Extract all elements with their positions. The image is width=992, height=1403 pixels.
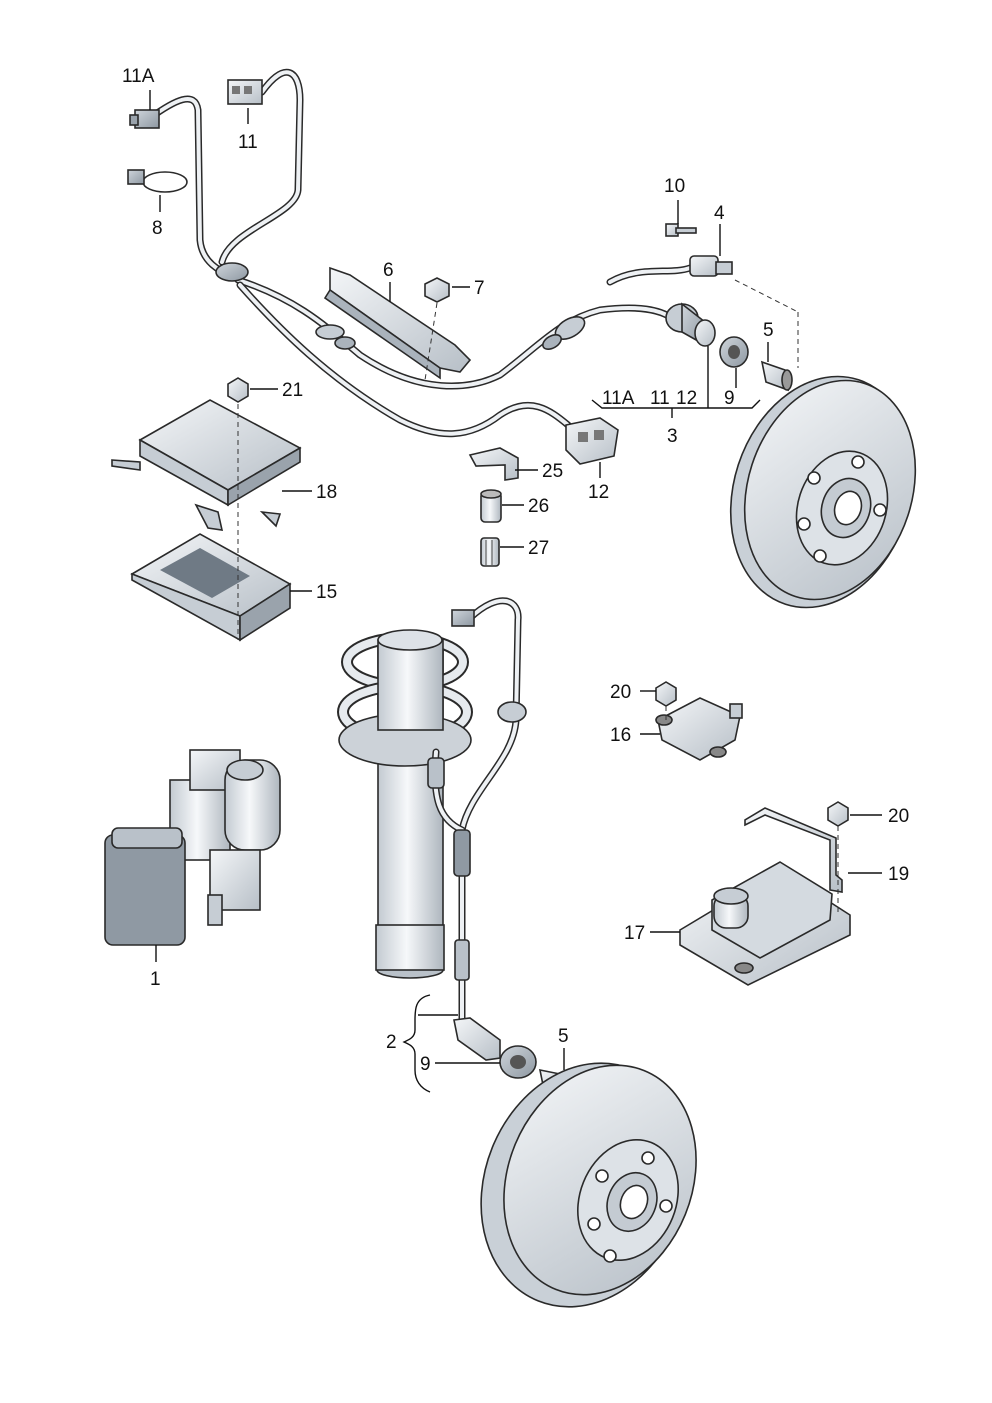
nut-7 xyxy=(424,277,450,303)
bracket-6 xyxy=(323,266,472,380)
label-8: 8 xyxy=(152,218,163,239)
leader-lines xyxy=(149,90,882,1093)
label-18: 18 xyxy=(316,482,337,503)
clip-25 xyxy=(468,447,519,481)
brake-disc-top xyxy=(729,375,917,609)
cable-tie-8 xyxy=(127,169,188,193)
label-11-top: 11 xyxy=(238,132,258,153)
label-7: 7 xyxy=(474,278,485,299)
label-12: 12 xyxy=(588,482,609,503)
connector-12 xyxy=(565,417,619,465)
label-21: 21 xyxy=(282,380,303,401)
label-11a-top: 11A xyxy=(122,66,155,87)
nut-20-a xyxy=(655,681,677,707)
label-5-bottom: 5 xyxy=(558,1026,569,1047)
label-17: 17 xyxy=(624,923,645,944)
label-9-top: 9 xyxy=(724,388,735,409)
control-unit-15 xyxy=(130,533,292,642)
sleeve-5-top xyxy=(760,360,793,392)
label-10: 10 xyxy=(664,176,685,197)
label-15: 15 xyxy=(316,582,337,603)
sensor-16 xyxy=(655,697,743,761)
label-2: 2 xyxy=(386,1032,397,1053)
connector-11a-top xyxy=(129,109,160,129)
label-1: 1 xyxy=(150,969,161,990)
label-16: 16 xyxy=(610,725,631,746)
part-labels: 11A 11 8 6 7 10 4 5 11A 11 12 9 3 21 18 … xyxy=(122,66,909,1075)
label-25: 25 xyxy=(542,461,563,482)
label-27: 27 xyxy=(528,538,549,559)
label-12-group: 12 xyxy=(676,388,697,409)
label-4: 4 xyxy=(714,203,725,224)
label-20-a: 20 xyxy=(610,682,631,703)
label-11-group: 11 xyxy=(650,388,670,409)
label-11a-group: 11A xyxy=(602,388,635,409)
grommet-9-bottom xyxy=(499,1045,537,1079)
label-6: 6 xyxy=(383,260,394,281)
bracket-18 xyxy=(111,399,302,531)
label-26: 26 xyxy=(528,496,549,517)
bolt-10 xyxy=(665,223,697,237)
control-unit-17 xyxy=(679,861,851,986)
wiring-harness xyxy=(146,68,694,438)
sleeve-26 xyxy=(480,489,502,523)
label-9-bottom: 9 xyxy=(420,1054,431,1075)
bracket-19 xyxy=(744,807,843,893)
suspension-strut xyxy=(337,629,473,979)
grommet-9-top xyxy=(719,336,749,368)
connector-11-top xyxy=(227,79,263,105)
label-19: 19 xyxy=(888,864,909,885)
compressor-unit-1 xyxy=(104,749,281,946)
label-20-b: 20 xyxy=(888,806,909,827)
label-3: 3 xyxy=(667,426,678,447)
sensor-3 xyxy=(665,302,716,347)
nut-20-b xyxy=(827,801,849,827)
nut-21 xyxy=(227,377,249,403)
speed-sensor-4 xyxy=(689,255,733,277)
sleeve-27 xyxy=(480,537,500,567)
label-5-top: 5 xyxy=(763,320,774,341)
brake-disc-bottom xyxy=(480,1062,697,1308)
sensor-cable-2 xyxy=(427,597,527,1061)
